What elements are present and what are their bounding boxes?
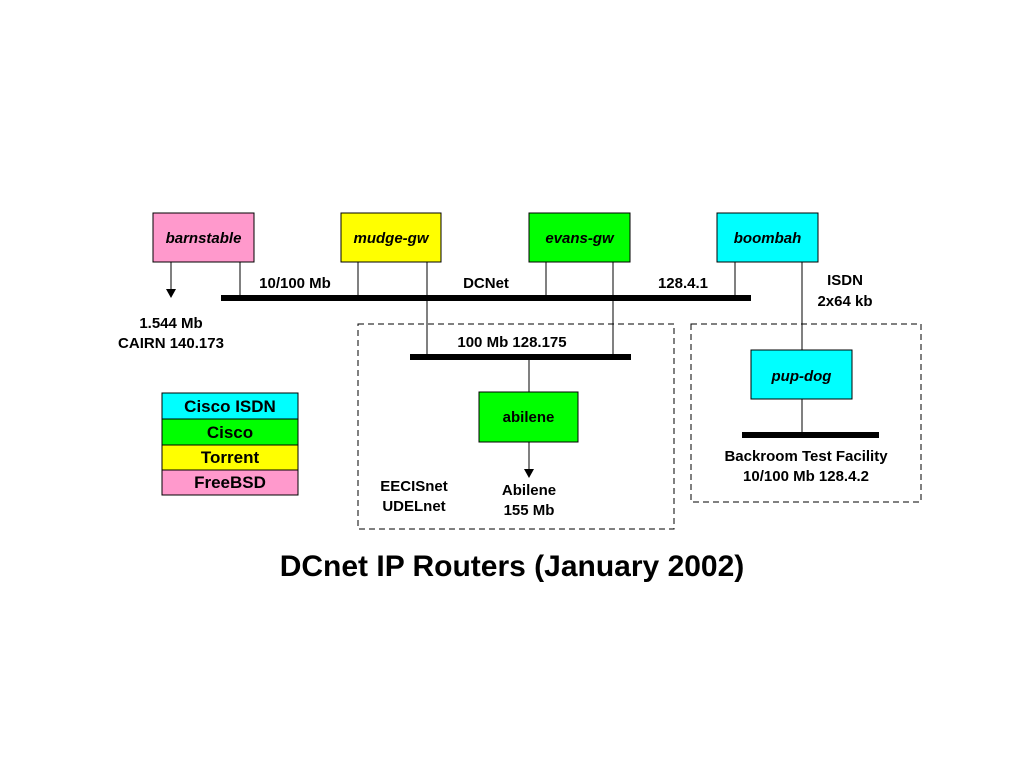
abilene-arrow-icon <box>524 469 534 478</box>
router-box <box>528 212 631 263</box>
router-label: abilene <box>503 409 555 426</box>
cairn-network-label: CAIRN 140.173 <box>118 335 224 352</box>
eecisnet-label: EECISnet <box>380 478 448 495</box>
router-barnstable[interactable]: barnstable <box>152 212 255 263</box>
abilene-net-label: 100 Mb 128.175 <box>457 334 566 351</box>
legend-item: FreeBSD <box>194 473 266 492</box>
speed-label: 10/100 Mb <box>259 275 331 292</box>
legend-item: Torrent <box>201 448 260 467</box>
router-box <box>750 349 853 400</box>
router-label: pup-dog <box>771 368 832 385</box>
router-box <box>716 212 819 263</box>
router-mudge-gw[interactable]: mudge-gw <box>340 212 442 263</box>
router-abilene[interactable]: abilene <box>478 391 579 443</box>
router-label: barnstable <box>166 230 242 247</box>
backroom-net-label: 10/100 Mb 128.4.2 <box>743 468 869 485</box>
router-box <box>152 212 255 263</box>
router-box <box>478 391 579 443</box>
backroom-bus <box>742 432 879 438</box>
legend-item: Cisco ISDN <box>184 397 276 416</box>
router-label: boombah <box>734 230 802 247</box>
router-box <box>340 212 442 263</box>
backroom-enclosure <box>690 323 922 503</box>
legend: Cisco ISDN Cisco Torrent FreeBSD <box>161 392 299 496</box>
abilene-uplink-speed-label: 155 Mb <box>504 502 555 519</box>
legend-swatch-cisco-isdn <box>161 392 299 420</box>
isdn-label: ISDN <box>827 272 863 289</box>
cairn-speed-label: 1.544 Mb <box>139 315 202 332</box>
page-title: DCnet IP Routers (January 2002) <box>280 550 745 583</box>
legend-item: Cisco <box>207 423 253 442</box>
abilene-bus <box>410 354 631 360</box>
connection-lines <box>170 262 803 470</box>
legend-swatch-cisco <box>161 418 299 446</box>
dcnet-address-label: 128.4.1 <box>658 275 708 292</box>
router-evans-gw[interactable]: evans-gw <box>528 212 631 263</box>
abilene-uplink-label: Abilene <box>502 482 556 499</box>
backroom-label: Backroom Test Facility <box>724 448 888 465</box>
udelnet-label: UDELnet <box>382 498 445 515</box>
cairn-arrow-icon <box>166 289 176 298</box>
dcnet-label: DCNet <box>463 275 509 292</box>
router-boombah[interactable]: boombah <box>716 212 819 263</box>
router-label: mudge-gw <box>354 230 430 247</box>
router-pup-dog[interactable]: pup-dog <box>750 349 853 400</box>
dcnet-bus <box>221 295 751 301</box>
isdn-speed-label: 2x64 kb <box>817 293 872 310</box>
router-label: evans-gw <box>545 230 615 247</box>
legend-swatch-freebsd <box>161 469 299 496</box>
